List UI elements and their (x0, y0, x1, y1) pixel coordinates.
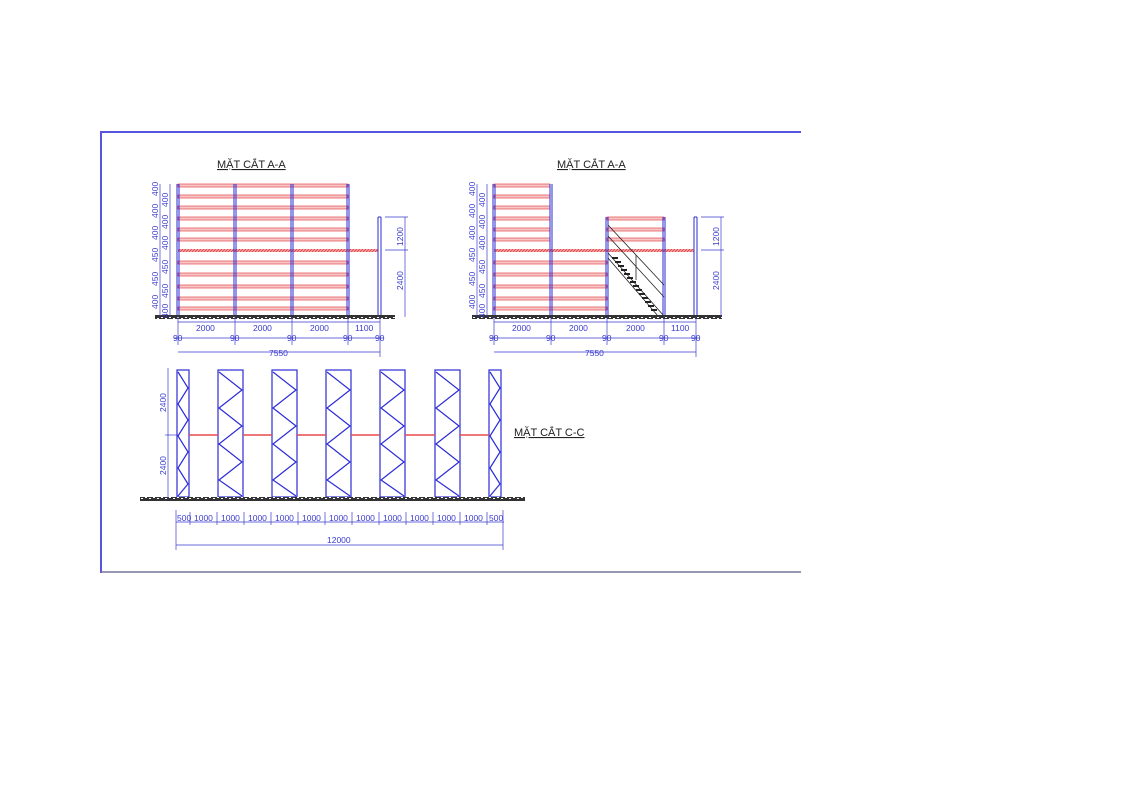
svg-text:2000: 2000 (253, 323, 272, 333)
svg-text:400: 400 (150, 295, 160, 309)
svg-text:400: 400 (160, 193, 170, 207)
mezzanine-floor (494, 249, 694, 252)
svg-text:1100: 1100 (355, 323, 374, 333)
svg-text:400: 400 (477, 236, 487, 250)
svg-text:2000: 2000 (569, 323, 588, 333)
svg-text:450: 450 (150, 272, 160, 286)
section-cc: MẶT CẮT C-C (140, 368, 585, 550)
svg-text:1000: 1000 (221, 513, 240, 523)
svg-text:7550: 7550 (585, 348, 604, 358)
svg-text:1000: 1000 (329, 513, 348, 523)
svg-text:400: 400 (477, 304, 487, 318)
svg-text:1200: 1200 (711, 227, 721, 246)
svg-text:7550: 7550 (269, 348, 288, 358)
level-dimensions (159, 184, 171, 317)
svg-text:2000: 2000 (512, 323, 531, 333)
svg-text:1000: 1000 (248, 513, 267, 523)
svg-text:500: 500 (177, 513, 191, 523)
svg-text:450: 450 (160, 260, 170, 274)
section-cc-title: MẶT CẮT C-C (514, 426, 585, 439)
svg-text:450: 450 (150, 248, 160, 262)
svg-text:2000: 2000 (196, 323, 215, 333)
svg-text:1000: 1000 (464, 513, 483, 523)
svg-text:400: 400 (160, 304, 170, 318)
svg-text:450: 450 (477, 284, 487, 298)
section-right: MẶT CẮT A-A (467, 158, 724, 358)
svg-text:2400: 2400 (158, 456, 168, 475)
svg-text:400: 400 (160, 215, 170, 229)
svg-text:450: 450 (477, 260, 487, 274)
svg-text:500: 500 (489, 513, 503, 523)
ground-line (472, 315, 722, 319)
svg-text:400: 400 (477, 193, 487, 207)
svg-text:90: 90 (659, 333, 669, 343)
ground-line (140, 497, 525, 501)
rack-columns (176, 184, 382, 317)
svg-text:400: 400 (467, 226, 477, 240)
svg-text:1000: 1000 (194, 513, 213, 523)
ground-line (155, 315, 395, 319)
svg-text:1000: 1000 (410, 513, 429, 523)
svg-text:400: 400 (477, 215, 487, 229)
svg-text:1200: 1200 (395, 227, 405, 246)
svg-text:450: 450 (160, 284, 170, 298)
svg-text:400: 400 (467, 204, 477, 218)
svg-text:1100: 1100 (671, 323, 690, 333)
svg-text:400: 400 (467, 182, 477, 196)
svg-text:90: 90 (230, 333, 240, 343)
staircase (607, 224, 665, 317)
upright-frames (176, 369, 502, 498)
section-right-title: MẶT CẮT A-A (557, 158, 626, 171)
svg-text:400: 400 (160, 236, 170, 250)
svg-text:2000: 2000 (310, 323, 329, 333)
svg-text:90: 90 (602, 333, 612, 343)
svg-text:450: 450 (467, 248, 477, 262)
svg-text:90: 90 (173, 333, 183, 343)
shelf-beams (493, 183, 665, 311)
svg-text:400: 400 (150, 204, 160, 218)
svg-text:1000: 1000 (383, 513, 402, 523)
svg-text:1000: 1000 (437, 513, 456, 523)
svg-text:90: 90 (489, 333, 499, 343)
svg-text:400: 400 (150, 182, 160, 196)
svg-text:2000: 2000 (626, 323, 645, 333)
drawing-frame (100, 131, 801, 573)
svg-text:90: 90 (375, 333, 385, 343)
svg-text:450: 450 (467, 272, 477, 286)
svg-text:400: 400 (150, 226, 160, 240)
mezzanine-floor (178, 249, 378, 252)
svg-text:90: 90 (546, 333, 556, 343)
svg-text:1000: 1000 (275, 513, 294, 523)
rack-columns (492, 184, 698, 317)
svg-text:1000: 1000 (302, 513, 321, 523)
svg-text:400: 400 (467, 295, 477, 309)
shelf-beams (177, 183, 349, 311)
svg-text:90: 90 (691, 333, 701, 343)
svg-text:90: 90 (287, 333, 297, 343)
svg-text:12000: 12000 (327, 535, 351, 545)
section-left-title: MẶT CẮT A-A (217, 158, 286, 171)
section-left: MẶT CẮT A-A (150, 158, 408, 358)
svg-text:2400: 2400 (158, 393, 168, 412)
svg-text:1000: 1000 (356, 513, 375, 523)
svg-text:2400: 2400 (711, 271, 721, 290)
svg-text:2400: 2400 (395, 271, 405, 290)
svg-text:90: 90 (343, 333, 353, 343)
